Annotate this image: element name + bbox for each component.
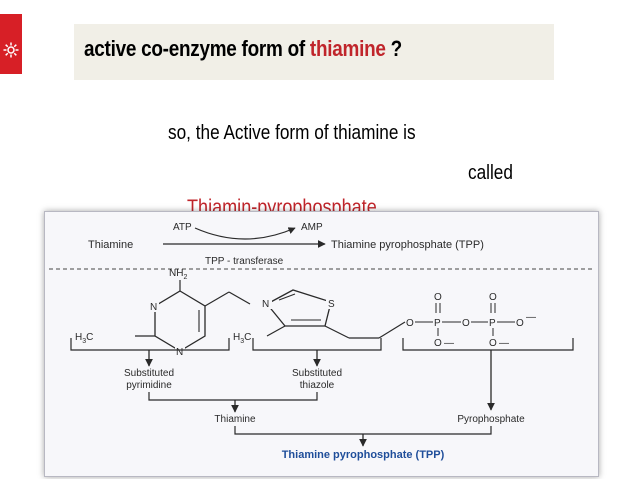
- reaction-substrate: Thiamine: [88, 239, 133, 251]
- pyrophosphate-part-label: Pyrophosphate: [457, 414, 525, 425]
- o-bottom-2-charge: —: [499, 338, 509, 349]
- bridge-bond-2: [228, 291, 251, 305]
- o-bridge-2: O: [462, 318, 470, 329]
- thiazole-double-bond-1: [278, 293, 296, 301]
- gear-icon: [3, 42, 19, 58]
- thiazole-label-2: thiazole: [300, 380, 335, 391]
- o-bottom-1: O: [434, 338, 442, 349]
- pyrimidine-label-1: Substituted: [124, 368, 174, 379]
- n-mask-1: [149, 302, 159, 312]
- thiazole-bracket: [252, 338, 382, 351]
- reaction-product: Thiamine pyrophosphate (TPP): [331, 239, 484, 251]
- reaction-enzyme: TPP - transferase: [205, 256, 284, 267]
- combine-bracket: [148, 392, 318, 401]
- atp-amp-curve: [194, 227, 296, 240]
- pyrimidine-ring: [154, 290, 206, 352]
- title-band: [74, 24, 554, 80]
- amino-label: NH2: [169, 268, 187, 281]
- chain-bond-3: [378, 321, 406, 339]
- n-mask-3: [261, 298, 272, 309]
- thiazole-ring: [265, 289, 332, 327]
- pyrimidine-bracket: [70, 338, 230, 351]
- pyrimidine-label-2: pyrimidine: [126, 380, 172, 391]
- o-terminal: O: [516, 318, 524, 329]
- accent-bar: [0, 14, 22, 74]
- tpp-diagram: Thiamine Thiamine pyrophosphate (TPP) AT…: [49, 222, 594, 461]
- o-top-2: O: [489, 292, 497, 303]
- o-bottom-1-charge: —: [444, 338, 454, 349]
- o-top-1: O: [434, 292, 442, 303]
- chain-bond-1: [324, 325, 350, 339]
- n-mask-2: [175, 346, 185, 356]
- pyrophosphate-bracket: [402, 338, 574, 351]
- methyl-label-2: H3C: [233, 332, 251, 345]
- reaction-atp: ATP: [173, 222, 192, 233]
- body-line-1: so, the Active form of thiamine is: [168, 122, 416, 144]
- methyl-label-1: H3C: [75, 332, 93, 345]
- s-label: S: [328, 299, 335, 310]
- s-mask: [326, 298, 336, 309]
- body-line-2: called: [468, 162, 513, 184]
- o-bottom-2: O: [489, 338, 497, 349]
- p-label-2: P: [489, 318, 496, 329]
- thiazole-label-1: Substituted: [292, 368, 342, 379]
- reaction-amp: AMP: [301, 222, 323, 233]
- methyl-bond-2: [266, 325, 286, 337]
- slide-title: active co-enzyme form of thiamine ?: [84, 36, 402, 62]
- o-terminal-charge: —: [526, 312, 536, 323]
- title-highlight: thiamine: [309, 36, 386, 61]
- thiamine-part-label: Thiamine: [214, 414, 256, 425]
- n-label-3: N: [262, 299, 269, 310]
- title-prefix: active co-enzyme form of: [84, 36, 310, 61]
- n-label-2: N: [176, 347, 183, 358]
- p-label-1: P: [434, 318, 441, 329]
- title-suffix: ?: [385, 36, 403, 61]
- n-label-1: N: [150, 302, 157, 313]
- final-bracket: [234, 426, 492, 435]
- tpp-final-label: Thiamine pyrophosphate (TPP): [282, 449, 445, 461]
- o-bridge-1: O: [406, 318, 414, 329]
- bridge-bond-1: [204, 291, 230, 307]
- tpp-figure: Thiamine Thiamine pyrophosphate (TPP) AT…: [44, 211, 599, 477]
